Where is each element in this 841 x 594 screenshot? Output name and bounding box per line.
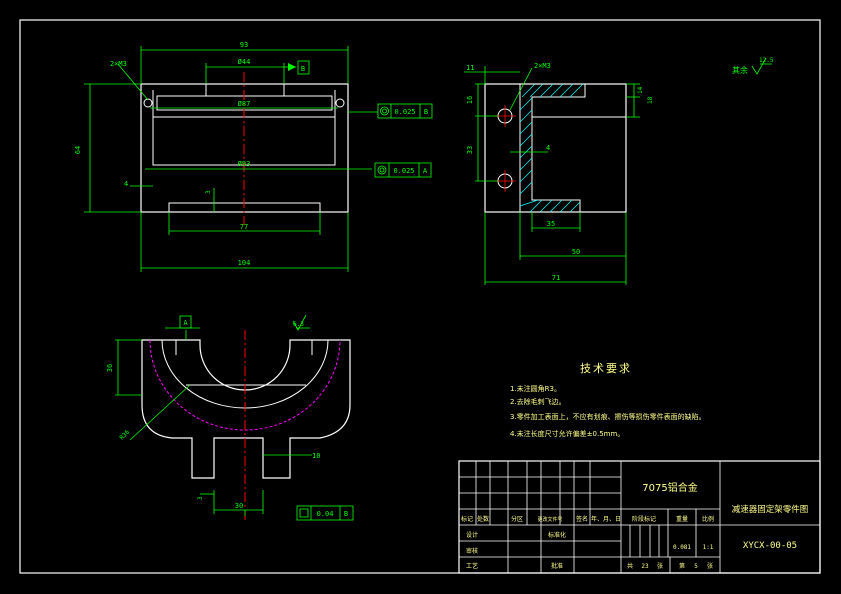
tech-req-title: 技术要求 <box>580 362 632 375</box>
tb-row-label-date: 年、月、日 <box>591 515 621 523</box>
front-dim-93-top: 93 <box>240 41 248 49</box>
front-tolerance-frame-2: 0.025 A <box>374 162 432 178</box>
tb-scale: 比例 <box>702 515 714 523</box>
side-dim-4: 4 <box>546 144 550 152</box>
tb-row-label-sign: 签名 <box>576 515 588 523</box>
roughness-note-label: 其余 <box>732 65 748 75</box>
tech-req-line-1: 1.未注圆角R3。 <box>510 384 561 393</box>
tb-row-label-mark: 标记 <box>461 515 473 523</box>
front-dim-height-64: 64 <box>74 146 82 154</box>
tech-req-line-3: 3.零件加工表面上，不应有划痕、擦伤等损伤零件表面的缺陷。 <box>510 412 706 421</box>
side-dim-16: 16 <box>466 96 474 104</box>
bottom-dim-10: 10 <box>312 452 320 460</box>
tb-drawing-no: XYCX-00-05 <box>743 541 797 551</box>
front-tolerance-frame-1: 0.025 B <box>377 103 433 119</box>
bottom-dim-36: 36 <box>106 364 114 372</box>
bottom-tol-datum: B <box>344 510 348 518</box>
front-dim-bore-93: Ø93 <box>238 160 251 168</box>
title-block <box>458 460 821 574</box>
tb-design: 设计 <box>466 531 478 539</box>
tech-requirements: 技术要求 1.未注圆角R3。 2.去除毛刺飞边。 3.零件加工表面上，不应有划痕… <box>510 362 706 438</box>
side-dim-11: 11 <box>466 64 474 72</box>
bottom-dim-30: 30 <box>235 502 243 510</box>
tb-total-value: 23 <box>641 563 649 570</box>
bottom-roughness: 6.3 <box>293 321 304 328</box>
title-block-text: 7075铝合金 减速器固定架零件图 XYCX-00-05 标记 处数 分区 更改… <box>461 481 808 570</box>
tb-weight-value: 0.081 <box>673 544 691 551</box>
tb-part-name: 减速器固定架零件图 <box>732 504 809 515</box>
front-hole-right <box>335 98 345 108</box>
tb-total-label: 共 <box>627 562 633 570</box>
tb-total-sheet-word: 张 <box>657 562 663 570</box>
front-dim-wall-4: 4 <box>124 180 128 188</box>
front-dim-holes: 2×M3 <box>110 60 127 68</box>
tb-material: 7075铝合金 <box>642 481 697 494</box>
tb-process: 工艺 <box>466 562 478 570</box>
tb-stage-mark: 阶段标记 <box>632 515 656 523</box>
front-tol2-value: 0.025 <box>393 167 414 175</box>
tb-page-label: 第 <box>679 562 685 570</box>
front-dim-total-104: 104 <box>238 259 251 267</box>
side-dim-50: 50 <box>572 248 580 256</box>
front-tol1-datum: B <box>424 108 428 116</box>
front-tol1-value: 0.025 <box>394 108 415 116</box>
front-datum-b: B <box>301 65 305 73</box>
roughness-note-value: 12.5 <box>759 57 774 64</box>
front-hole-left <box>143 98 153 108</box>
bottom-tol-value: 0.04 <box>317 510 334 518</box>
side-dim-18: 18 <box>647 96 654 104</box>
drawing-border <box>19 19 821 574</box>
tb-row-label-zone: 分区 <box>511 515 523 523</box>
tb-approve: 批准 <box>551 562 563 570</box>
bottom-datum-a: A <box>183 319 188 327</box>
front-view: 93 Ø44 B 2×M3 Ø87 Ø93 64 4 3 77 104 0.02… <box>74 41 433 272</box>
front-dim-small-3: 3 <box>205 190 212 194</box>
side-dim-33: 33 <box>466 146 474 154</box>
tech-req-line-4: 4.未注长度尺寸允许偏差±0.5mm。 <box>510 429 624 438</box>
tb-page-word: 张 <box>707 562 713 570</box>
side-dim-14: 14 <box>637 86 644 94</box>
side-dim-35: 35 <box>547 220 555 228</box>
tb-scale-value: 1:1 <box>703 544 714 551</box>
front-dim-bore-44: Ø44 <box>238 58 251 66</box>
tb-row-label-count: 处数 <box>477 515 489 523</box>
roughness-note: 其余 12.5 <box>732 57 774 75</box>
side-dim-71: 71 <box>552 274 560 282</box>
front-dim-bore-87: Ø87 <box>238 100 251 108</box>
bottom-tolerance-frame: 0.04 B <box>296 505 354 521</box>
bottom-dim-3: 3 <box>197 496 204 500</box>
tb-review: 审核 <box>466 547 478 555</box>
side-view: 11 2×M3 16 33 4 14 18 35 50 71 <box>464 62 654 285</box>
front-tol2-datum: A <box>423 167 428 175</box>
tech-req-line-2: 2.去除毛刺飞边。 <box>510 397 566 406</box>
bottom-view: A 6.3 36 R36 10 3 30 0.04 B <box>106 314 354 521</box>
tb-weight: 重量 <box>676 515 688 523</box>
tb-page-value: 5 <box>694 563 698 570</box>
bottom-view-body <box>141 339 351 479</box>
side-dim-holes: 2×M3 <box>534 62 551 70</box>
tb-row-label-change: 更改文件号 <box>537 516 562 523</box>
front-dim-slot-77: 77 <box>240 223 248 231</box>
tb-standardize: 标准化 <box>548 531 566 539</box>
